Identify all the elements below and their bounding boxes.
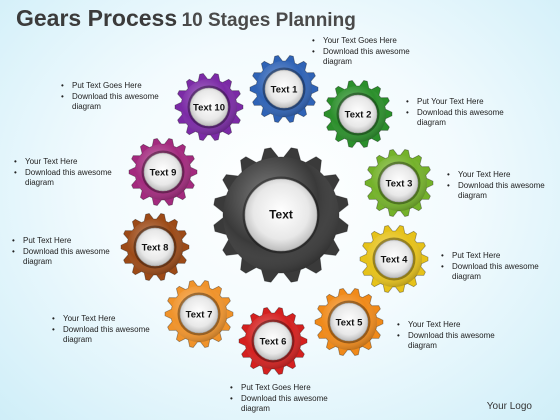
gear-4-hub <box>374 239 414 279</box>
gear-3-label: Text 3 <box>386 179 413 190</box>
bullet-icon: • <box>230 383 233 392</box>
blurb-7: •Your Text Here •Download this awesome d… <box>52 314 150 344</box>
bullet-icon: • <box>441 261 444 271</box>
blurb-6: •Put Text Goes Here •Download this aweso… <box>230 383 328 413</box>
center-gear: Text <box>213 147 349 283</box>
blurb-3: •Your Text Here •Download this awesome d… <box>447 170 545 200</box>
blurb-8: •Put Text Here •Download this awesome di… <box>12 236 110 266</box>
bullet-icon: • <box>312 46 315 56</box>
bullet-icon: • <box>52 324 55 334</box>
gear-1-label: Text 1 <box>271 85 298 96</box>
bullet-icon: • <box>12 246 15 256</box>
bullet-icon: • <box>14 167 17 177</box>
gear-1-hub <box>264 69 304 109</box>
gear-7-label: Text 7 <box>186 310 213 321</box>
gear-2: Text 2 <box>323 80 393 148</box>
gear-5-hub <box>329 302 369 342</box>
blurb-2: •Put Your Text Here •Download this aweso… <box>406 97 504 127</box>
bullet-icon: • <box>12 236 15 245</box>
bullet-icon: • <box>230 393 233 403</box>
bullet-icon: • <box>447 170 450 179</box>
title-sub: 10 Stages Planning <box>181 10 356 31</box>
gear-10-label: Text 10 <box>193 103 225 114</box>
logo: Your Logo <box>486 401 532 412</box>
bullet-icon: • <box>406 107 409 117</box>
gear-6-label: Text 6 <box>260 337 287 348</box>
blurb-9: •Your Text Here •Download this awesome d… <box>14 157 112 187</box>
center-gear-hub <box>244 178 318 252</box>
gear-2-label: Text 2 <box>345 110 372 121</box>
gear-4: Text 4 <box>359 225 429 293</box>
gear-10-hub <box>189 87 229 127</box>
blurb-1: •Your Text Goes Here •Download this awes… <box>312 36 410 66</box>
center-gear: Text <box>213 147 349 283</box>
gear-10: Text 10 <box>174 73 244 141</box>
bullet-icon: • <box>312 36 315 45</box>
gear-9-hub <box>143 152 183 192</box>
center-gear-label: Text <box>269 208 293 222</box>
gear-6-hub <box>253 321 293 361</box>
gear-3-hub <box>379 163 419 203</box>
title-main: Gears Process <box>16 5 178 31</box>
blurb-4: •Put Text Here •Download this awesome di… <box>441 251 539 281</box>
gear-7-hub <box>179 294 219 334</box>
bullet-icon: • <box>406 97 409 106</box>
gear-3: Text 3 <box>364 149 434 217</box>
gear-5-label: Text 5 <box>336 318 363 329</box>
bullet-icon: • <box>397 320 400 329</box>
gear-6: Text 6 <box>238 307 308 375</box>
bullet-icon: • <box>61 91 64 101</box>
bullet-icon: • <box>14 157 17 166</box>
gear-8: Text 8 <box>120 213 190 281</box>
gear-8-label: Text 8 <box>142 243 169 254</box>
bullet-icon: • <box>397 330 400 340</box>
bullet-icon: • <box>447 180 450 190</box>
blurb-5: •Your Text Here •Download this awesome d… <box>397 320 495 350</box>
blurb-10: •Put Text Goes Here •Download this aweso… <box>61 81 159 111</box>
gear-7: Text 7 <box>164 280 234 348</box>
gear-8-hub <box>135 227 175 267</box>
gear-1: Text 1 <box>249 55 319 123</box>
gear-2-hub <box>338 94 378 134</box>
gear-ring: Text 1 Text 2 Text 3 Text 4 Text 5 Text 6 Text… <box>120 55 434 375</box>
gear-9-label: Text 9 <box>150 168 177 179</box>
bullet-icon: • <box>441 251 444 260</box>
page-title: Gears Process 10 Stages Planning <box>16 5 356 32</box>
bullet-icon: • <box>52 314 55 323</box>
gear-4-label: Text 4 <box>381 255 408 266</box>
gear-5: Text 5 <box>314 288 384 356</box>
gear-9: Text 9 <box>128 138 198 206</box>
bullet-icon: • <box>61 81 64 90</box>
